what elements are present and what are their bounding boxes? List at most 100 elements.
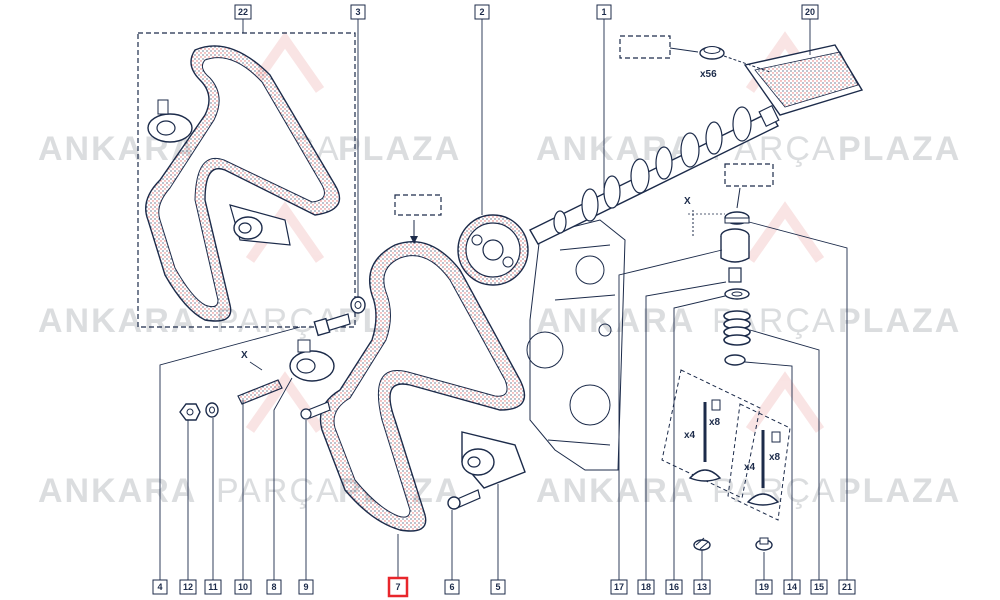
callout-17-label: 17 [614,582,624,592]
callout-6[interactable]: 6 [444,579,460,595]
callout-6-label: 6 [449,582,454,592]
washer-11 [205,402,219,418]
valve-spring-retainer [724,288,750,300]
callout-19-label: 19 [759,582,769,592]
callout-1[interactable]: 1 [596,4,612,20]
tensioner-bolt [313,313,351,337]
dimension-x-label-left: X [241,350,248,361]
belt-ref-box [394,194,442,216]
washer-3 [350,296,366,314]
camshaft-sprocket [457,214,529,286]
kit-22-inset-box [137,32,356,328]
dimension-x: X [684,196,725,236]
callout-21[interactable]: 21 [838,579,856,595]
watermark-word-17: PARÇA [712,472,837,510]
dimension-x-label-right: X [684,196,691,207]
callout-13-label: 13 [697,582,707,592]
callout-3[interactable]: 3 [350,4,366,20]
callout-22-label: 22 [238,7,248,17]
callout-11[interactable]: 11 [204,579,222,595]
bolt-9 [300,401,331,420]
callout-18[interactable]: 18 [637,579,655,595]
valve-stem-seal-a [693,537,711,551]
callout-15-label: 15 [814,582,824,592]
valve-keeper-top [728,267,742,283]
watermark-word-3: PLAZA [338,130,461,168]
callout-12-label: 12 [183,582,193,592]
callout-14-label: 14 [787,582,797,592]
callout-22[interactable]: 22 [234,4,252,20]
callout-4-label: 4 [157,582,162,592]
callout-18-label: 18 [641,582,651,592]
lifter-tray-leader [723,55,771,73]
valves-a-keeper-quantity: x8 [709,417,721,428]
callout-13[interactable]: 13 [693,579,711,595]
tensioner-stud: X [237,350,283,405]
kit-22-belt-inner [158,57,325,308]
callout-12[interactable]: 12 [179,579,197,595]
callout-3-label: 3 [355,7,360,17]
shim-disc [724,211,750,225]
callout-5[interactable]: 5 [490,579,506,595]
callout-16-label: 16 [669,582,679,592]
callout-16[interactable]: 16 [665,579,683,595]
callout-8[interactable]: 8 [266,579,282,595]
valves-b-quantity: x4 [744,462,756,473]
callout-5-label: 5 [495,582,500,592]
belt-ref-arrowhead [410,236,418,244]
valve-spring [723,310,751,346]
callout-9[interactable]: 9 [298,579,314,595]
idler-pulley-5 [461,431,526,489]
callout-1-label: 1 [601,7,606,17]
valve-stem-seal-b [755,537,773,551]
valve-group-b: x4 x8 [727,403,791,521]
valves-a-quantity: x4 [684,430,696,441]
shim-ref-arrow [736,187,741,209]
callout-17[interactable]: 17 [610,579,628,595]
shim-ref-box [724,163,774,187]
kit-22-tensioner [147,99,193,143]
watermark-word-14: PARÇA [216,472,341,510]
idler-bolt-6 [447,489,481,510]
watermark-word-12: PLAZA [838,302,961,340]
watermark-word-6: PLAZA [838,130,961,168]
callout-21-label: 21 [842,582,852,592]
callout-9-label: 9 [303,582,308,592]
callout-20[interactable]: 20 [801,4,819,20]
callout-7-label: 7 [395,582,400,592]
kit-22-idler [229,204,291,246]
callout-10-label: 10 [238,582,248,592]
callout-7-highlighted[interactable]: 7 [387,576,409,598]
engine-block [526,219,626,471]
camshaft [529,104,780,245]
callout-19[interactable]: 19 [755,579,773,595]
nut-12 [179,403,201,421]
timing-belt-inner [333,255,508,518]
shim-lifter [699,46,725,60]
watermark-word-7: ANKARA [38,302,197,340]
callout-4[interactable]: 4 [152,579,168,595]
tensioner-pulley [289,339,335,382]
callout-20-label: 20 [805,7,815,17]
watermark-word-13: ANKARA [38,472,197,510]
callout-2-label: 2 [479,7,484,17]
tappet-bucket [720,228,750,263]
watermark-word-10: ANKARA [536,302,695,340]
callout-14[interactable]: 14 [783,579,801,595]
callout-11-label: 11 [208,582,218,592]
valve-group-a: x4 x8 [661,369,761,499]
callout-15[interactable]: 15 [810,579,828,595]
leader-lines [159,18,848,580]
callout-2[interactable]: 2 [474,4,490,20]
lifter-ref-box [619,35,671,59]
valve-spring-seat [724,354,746,366]
callout-10[interactable]: 10 [234,579,252,595]
callout-8-label: 8 [271,582,276,592]
lifter-quantity-label: x56 [700,69,717,80]
watermark-row-2: ANKARA PARÇA PLAZA ANKARA PARÇA PLAZA [38,302,961,340]
lifter-tray [743,44,864,116]
valves-b-keeper-quantity: x8 [769,452,781,463]
watermark-word-16: ANKARA [536,472,695,510]
